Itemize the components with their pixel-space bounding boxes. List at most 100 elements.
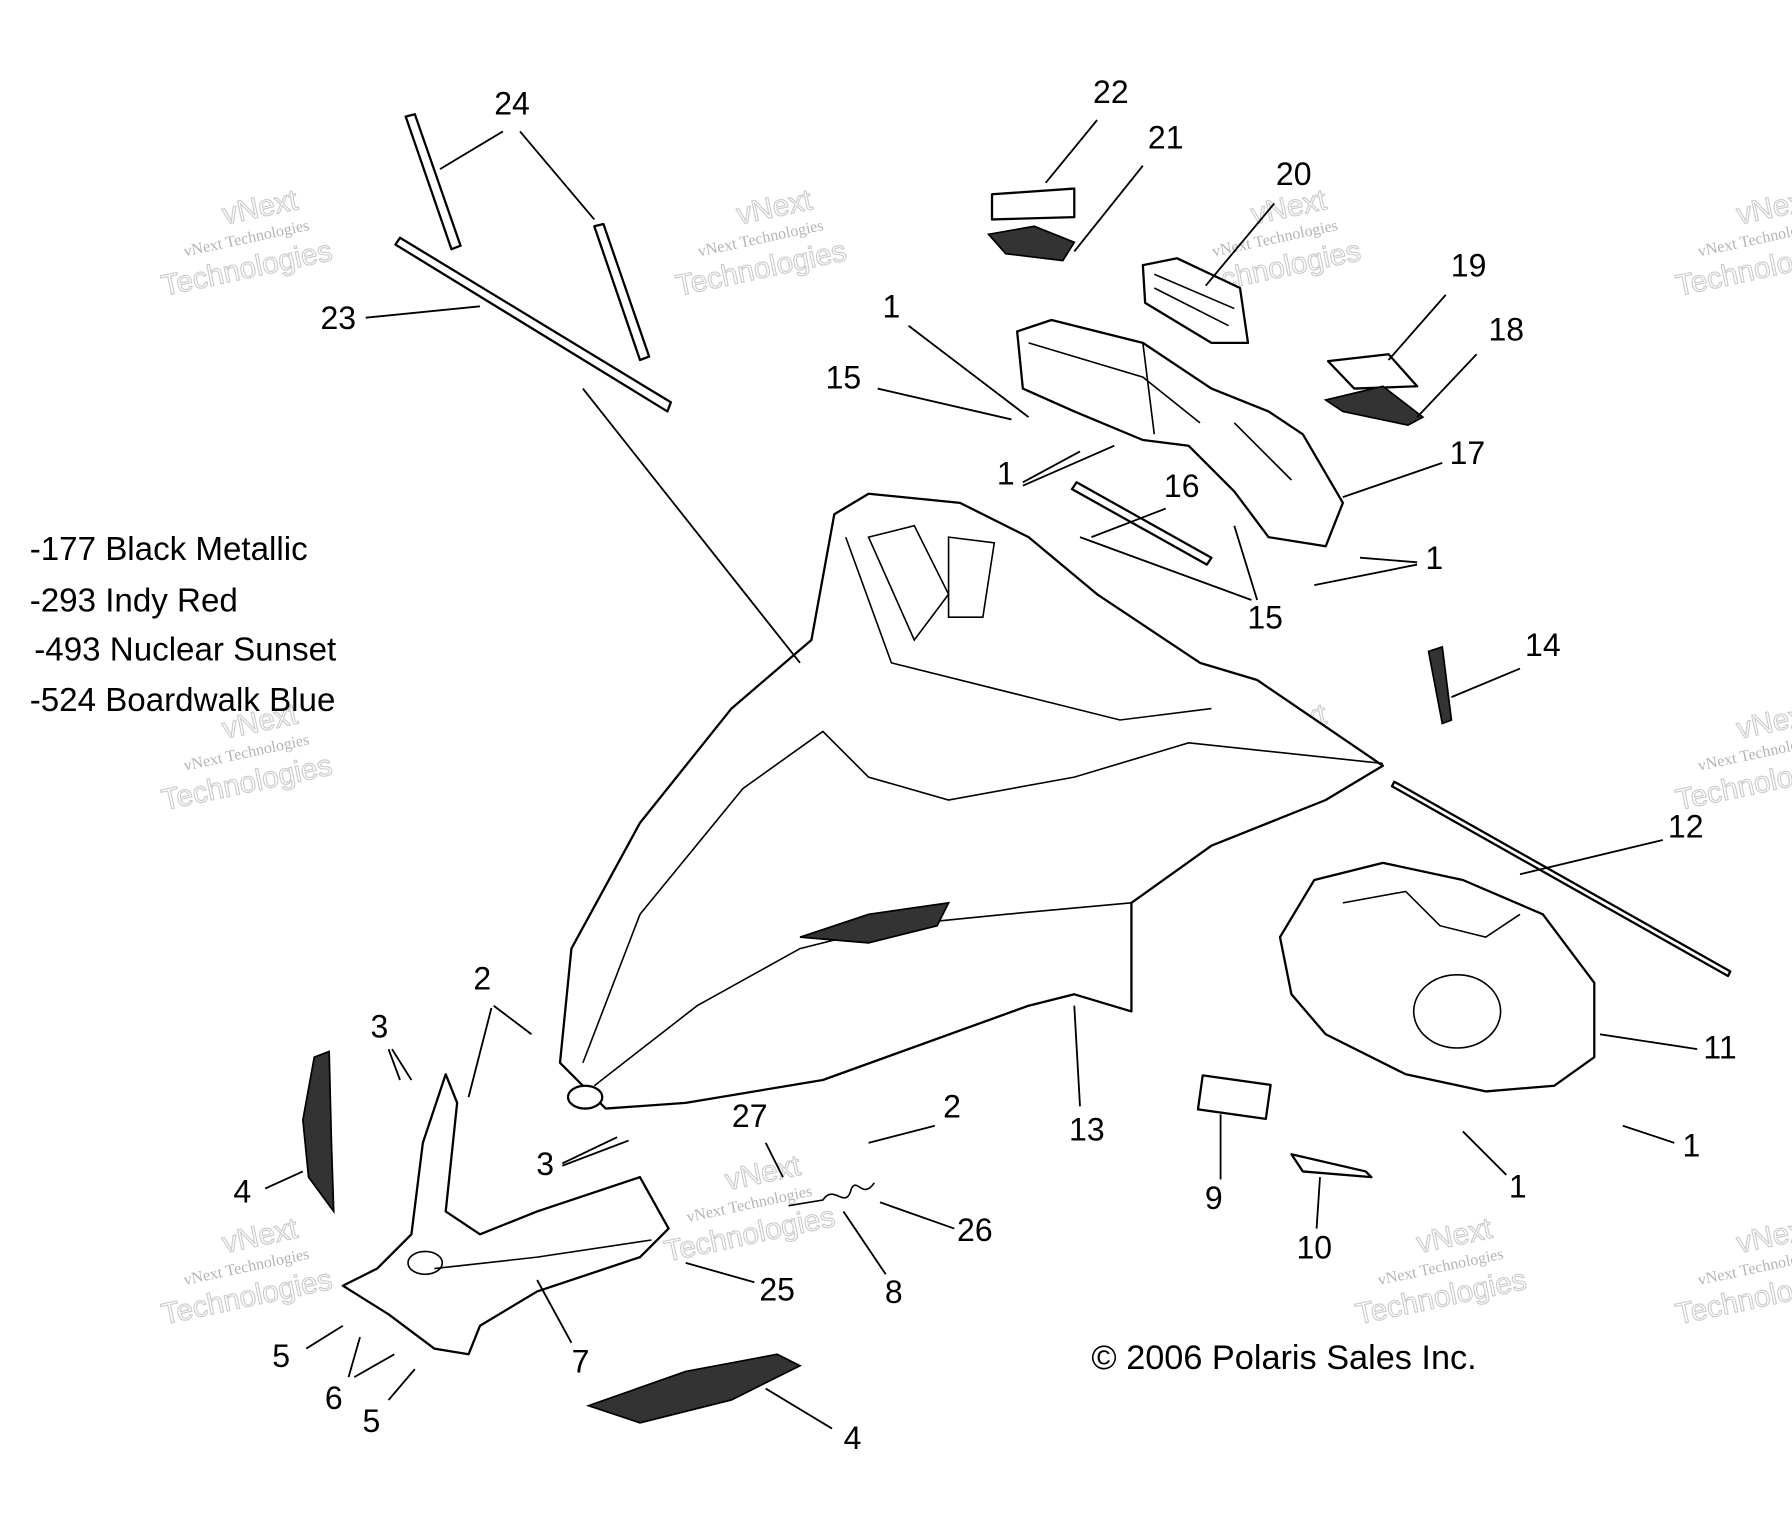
leader-line bbox=[764, 1142, 784, 1178]
leader-line bbox=[1233, 525, 1259, 601]
leader-line bbox=[536, 1279, 573, 1344]
part-callout: 22 bbox=[1093, 74, 1129, 110]
leader-line bbox=[1599, 1033, 1698, 1051]
leader-line bbox=[493, 1004, 532, 1036]
part-18-bracket bbox=[1323, 385, 1425, 427]
color-option: -293 Indy Red bbox=[30, 582, 238, 619]
part-callout: 15 bbox=[1247, 600, 1283, 636]
part-callout: 23 bbox=[320, 300, 356, 336]
copyright: © 2006 Polaris Sales Inc. bbox=[1091, 1339, 1476, 1377]
part-14-clip bbox=[1427, 645, 1453, 725]
part-callout: 5 bbox=[272, 1338, 290, 1374]
leader-line bbox=[347, 1336, 361, 1378]
part-callout: 27 bbox=[732, 1098, 768, 1134]
leader-line bbox=[561, 1136, 618, 1165]
part-callout: 1 bbox=[1683, 1128, 1701, 1164]
leader-line bbox=[1462, 1130, 1507, 1176]
leader-line bbox=[1045, 119, 1098, 184]
leader-line bbox=[1205, 202, 1275, 287]
part-8-spring bbox=[788, 1182, 875, 1207]
leader-line bbox=[1387, 294, 1447, 361]
part-callout: 14 bbox=[1525, 627, 1561, 663]
part-13-hood bbox=[558, 492, 1384, 1110]
leader-line bbox=[1314, 563, 1418, 587]
leader-line bbox=[264, 1170, 304, 1190]
part-callout: 3 bbox=[536, 1146, 554, 1182]
leader-line bbox=[467, 1007, 493, 1098]
part-callout: 11 bbox=[1703, 1029, 1736, 1065]
leader-line bbox=[305, 1324, 344, 1350]
part-callout: 21 bbox=[1148, 120, 1184, 156]
leader-line bbox=[387, 1048, 401, 1081]
part-callout: 3 bbox=[371, 1009, 389, 1045]
leader-line bbox=[439, 130, 504, 170]
part-callout: 19 bbox=[1451, 248, 1487, 284]
leader-line bbox=[561, 1139, 629, 1167]
part-callout: 6 bbox=[325, 1380, 343, 1416]
part-19-cover bbox=[1326, 353, 1419, 390]
part-callout: 8 bbox=[885, 1274, 903, 1310]
part-21-bracket bbox=[986, 225, 1076, 262]
leader-line bbox=[1073, 165, 1144, 252]
color-options-legend: -177 Black Metallic -293 Indy Red -493 N… bbox=[30, 531, 337, 719]
leader-line bbox=[842, 1210, 887, 1275]
part-9-decal bbox=[1196, 1074, 1272, 1121]
part-23-trim-strip bbox=[394, 236, 672, 413]
part-callout: 26 bbox=[957, 1212, 993, 1248]
part-callout: 4 bbox=[233, 1173, 251, 1209]
leader-line bbox=[765, 1387, 833, 1430]
part-callout: 24 bbox=[494, 85, 530, 121]
color-option: -177 Black Metallic bbox=[30, 531, 308, 568]
leader-line bbox=[1315, 1177, 1321, 1229]
leader-lines bbox=[264, 119, 1698, 1430]
color-option: -524 Boardwalk Blue bbox=[30, 682, 336, 719]
part-10-decal bbox=[1290, 1153, 1373, 1179]
leader-line bbox=[353, 1353, 395, 1378]
leader-line bbox=[1022, 450, 1081, 484]
part-4-side-grille bbox=[301, 1050, 335, 1215]
part-16-trim bbox=[1070, 481, 1213, 566]
leader-line bbox=[1622, 1124, 1675, 1144]
part-callout: 5 bbox=[363, 1403, 381, 1439]
leader-line bbox=[877, 387, 1012, 421]
leader-line bbox=[1451, 667, 1521, 698]
part-4-lower-grille bbox=[585, 1353, 802, 1424]
part-callout: 1 bbox=[997, 456, 1015, 492]
leader-line bbox=[1073, 1005, 1081, 1107]
part-callout: 1 bbox=[883, 289, 901, 325]
part-callout: 12 bbox=[1668, 809, 1704, 845]
part-17-dashboard bbox=[1016, 318, 1344, 548]
leader-line bbox=[1342, 461, 1443, 499]
leader-line bbox=[1416, 353, 1478, 418]
leader-line bbox=[879, 1201, 955, 1230]
part-callout: 15 bbox=[826, 360, 862, 396]
leader-line bbox=[908, 324, 1030, 418]
part-callout: 10 bbox=[1296, 1229, 1332, 1265]
leader-line bbox=[685, 1261, 755, 1284]
part-callout: 9 bbox=[1205, 1180, 1223, 1216]
part-callout: 2 bbox=[943, 1089, 961, 1125]
leader-line bbox=[1519, 839, 1664, 876]
part-11-front-housing bbox=[1278, 861, 1596, 1093]
part-callout: 16 bbox=[1164, 468, 1200, 504]
part-callout: 1 bbox=[1509, 1169, 1527, 1205]
part-callout: 2 bbox=[473, 961, 491, 997]
leader-line bbox=[1091, 507, 1167, 538]
part-22-cover bbox=[990, 187, 1076, 221]
part-callout: 20 bbox=[1276, 156, 1312, 192]
leader-line bbox=[387, 1368, 416, 1401]
part-callout: 17 bbox=[1450, 435, 1486, 471]
part-20-gauge bbox=[1141, 257, 1250, 344]
part-callout: 13 bbox=[1069, 1112, 1105, 1148]
